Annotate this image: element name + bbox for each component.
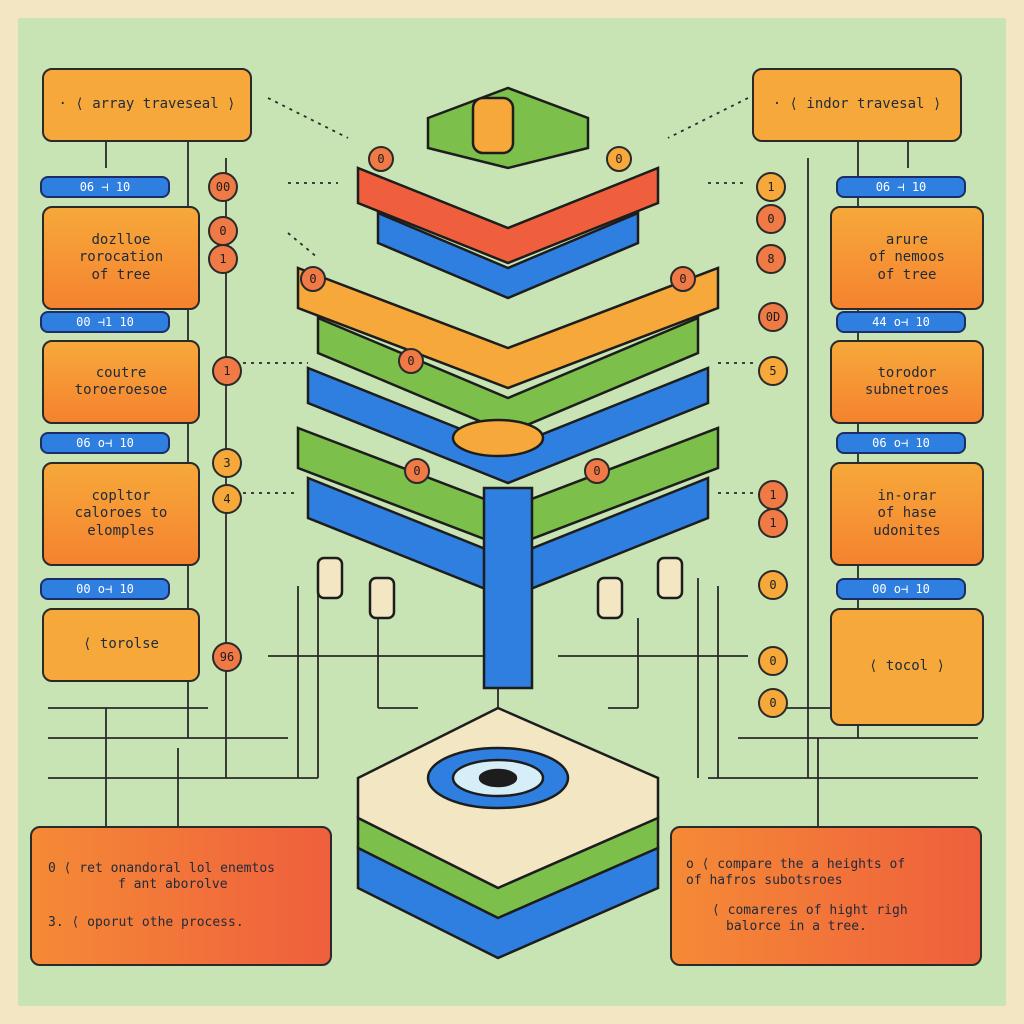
tree-node-marker: 0 [300,266,326,292]
right-box-3-line: udonites [873,522,941,539]
left-box-4-label: ⟨ torolse [83,636,159,653]
left-index-pill-2: 00 ⊣1 10 [40,311,170,333]
right-node-circle: 0 [756,204,786,234]
right-node-circle: 0 [758,570,788,600]
right-index-pill-2: 44 o⊣ 10 [836,311,966,333]
right-box-4: ⟨ tocol ⟩ [830,608,984,726]
left-node-circle: 0 [208,216,238,246]
right-index-pill-4: 00 o⊣ 10 [836,578,966,600]
left-box-1-line: of tree [91,266,151,283]
right-box-1-line: of tree [877,266,937,283]
tree-node-marker: 0 [606,146,632,172]
tree-node-marker: 0 [368,146,394,172]
connector-lines [48,86,978,960]
right-node-circle: 1 [756,172,786,202]
right-index-pill-1: 06 ⊣ 10 [836,176,966,198]
left-header-box: · ⟨ array traveseal ⟩ [42,68,252,142]
tree-node-marker: 0 [670,266,696,292]
left-index-pill-3: 06 o⊣ 10 [40,432,170,454]
left-index-pill-1: 06 ⊣ 10 [40,176,170,198]
bottom-right-line: o ⟨ compare the a heights of [686,856,906,872]
right-box-4-label: ⟨ tocol ⟩ [869,658,945,675]
left-box-1: dozlloe rorocation of tree [42,206,200,310]
left-node-circle: 3 [212,448,242,478]
right-node-circle: 0D [758,302,788,332]
left-node-circle: 4 [212,484,242,514]
left-box-3-line: copltor [91,487,151,504]
right-node-circle: 0 [758,688,788,718]
left-header-label: · ⟨ array traveseal ⟩ [58,96,236,113]
right-box-1-line: of nemoos [869,249,945,266]
right-node-circle: 8 [756,244,786,274]
right-header-box: · ⟨ indor travesal ⟩ [752,68,962,142]
right-box-2: torodor subnetroes [830,340,984,424]
left-box-3-line: caloroes to [74,505,168,522]
right-box-2-line: subnetroes [864,382,950,398]
left-node-circle: 1 [212,356,242,386]
tree-node-marker: 0 [404,458,430,484]
bottom-right-note: o ⟨ compare the a heights of of hafros s… [670,826,982,966]
left-box-3: copltor caloroes to elomples [42,462,200,566]
right-node-circle: 1 [758,480,788,510]
bottom-left-line: f ant aborolve [118,876,228,892]
left-box-3-line: elomples [87,522,155,539]
left-box-1-line: dozlloe [91,231,151,248]
right-box-3-line: in-orar [877,487,937,504]
right-box-1-line: arure [885,231,929,248]
left-node-circle: 96 [212,642,242,672]
bottom-left-note: 0 ⟨ ret onandoral lol enemtos f ant abor… [30,826,332,966]
right-box-3-line: of hase [877,505,937,522]
bottom-right-line: of hafros subotsroes [686,872,843,888]
left-node-circle: 00 [208,172,238,202]
bottom-left-line: 3. ⟨ oporut othe process. [48,915,244,931]
right-box-3: in-orar of hase udonites [830,462,984,566]
bottom-left-line: 0 ⟨ ret onandoral lol enemtos [48,860,275,876]
right-box-2-line: torodor [877,364,937,381]
right-index-pill-3: 06 o⊣ 10 [836,432,966,454]
left-box-2-line: toroeroesoe [74,382,168,398]
right-node-circle: 0 [758,646,788,676]
right-node-circle: 5 [758,356,788,386]
left-box-4: ⟨ torolse [42,608,200,682]
left-node-circle: 1 [208,244,238,274]
tree-node-marker: 0 [398,348,424,374]
right-header-label: · ⟨ indor travesal ⟩ [772,96,942,113]
right-box-1: arure of nemoos of tree [830,206,984,310]
left-box-1-line: rorocation [78,249,164,266]
left-index-pill-4: 00 o⊣ 10 [40,578,170,600]
right-node-circle: 1 [758,508,788,538]
diagram-frame: 0 0 0 0 0 0 0 · ⟨ array traveseal ⟩ 06 ⊣… [18,18,1006,1006]
left-box-2-line: coutre [95,364,147,381]
tree-node-marker: 0 [584,458,610,484]
bottom-right-line: balorce in a tree. [726,919,867,935]
bottom-right-line: ⟨ comareres of hight righ [712,903,908,918]
left-box-2: coutre toroeroesoe [42,340,200,424]
